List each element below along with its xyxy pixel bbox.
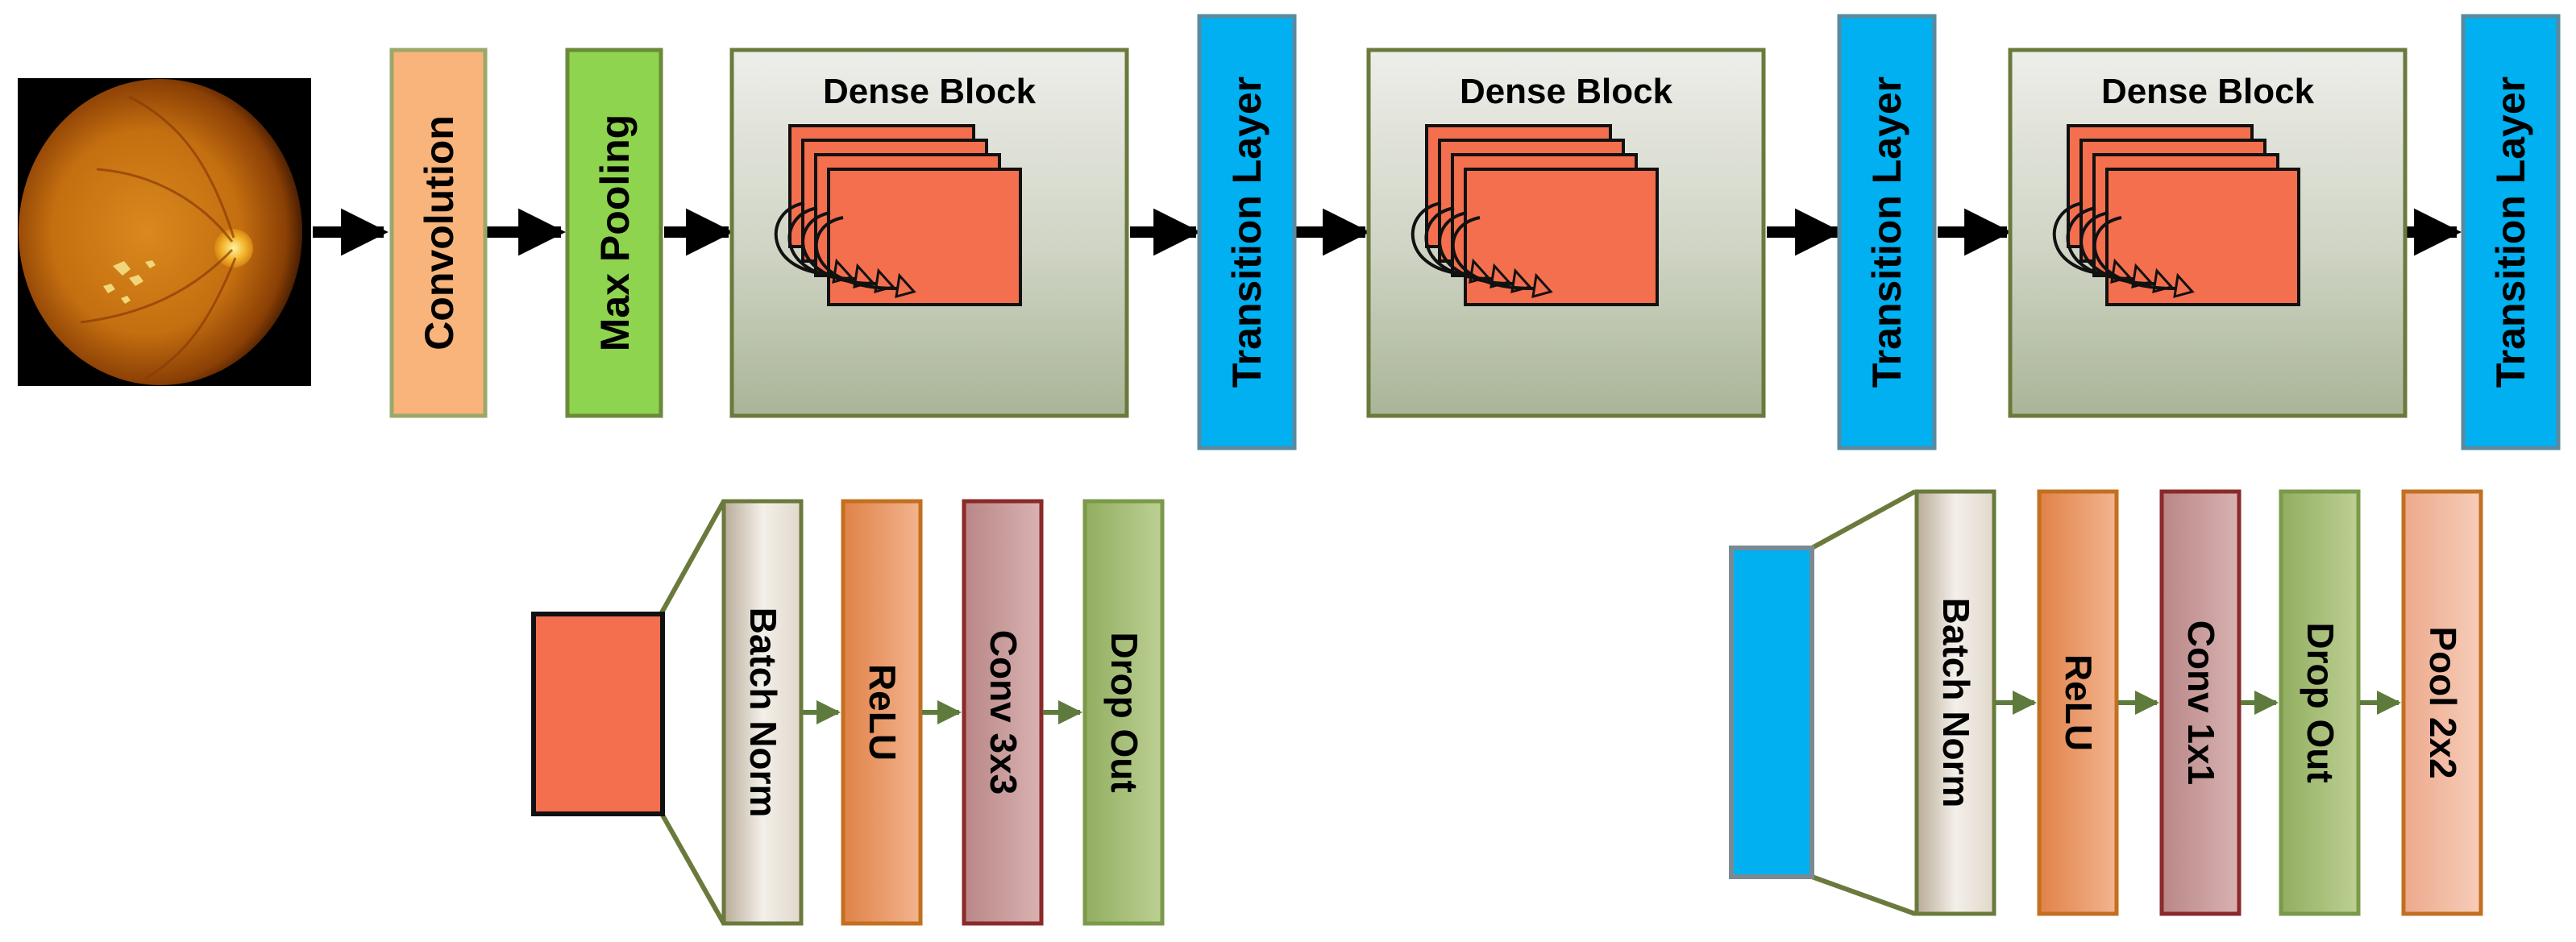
transition-conv-label: Conv 1x1 <box>2180 620 2222 786</box>
dense-block-2: Dense Block <box>1366 48 1766 418</box>
transition-layer-label: Transition Layer <box>2488 77 2533 388</box>
dense-batch-norm-label: Batch Norm <box>742 608 784 818</box>
dense-block-title: Dense Block <box>2101 72 2315 111</box>
skip-connection-arrow <box>2092 216 2179 291</box>
retina-fundus-image <box>18 78 311 386</box>
skip-connection-arrowhead <box>2173 272 2195 299</box>
skip-connection-arrow <box>1451 216 1537 291</box>
transition-layer-1: Transition Layer <box>1197 14 1297 450</box>
dense-block-title: Dense Block <box>823 72 1037 111</box>
convolution-label: Convolution <box>417 115 462 351</box>
transition-layer-label: Transition Layer <box>1224 77 1269 388</box>
dense-layer-detail: Batch Norm ReLU Conv 3x3 Drop Out <box>531 499 1165 926</box>
max-pooling-label: Max Pooling <box>592 114 638 351</box>
transition-layer-2: Transition Layer <box>1837 14 1937 450</box>
transition-relu-label: ReLU <box>2058 654 2100 751</box>
transition-dropout-label: Drop Out <box>2300 622 2341 782</box>
skip-connection-arrowhead <box>895 272 916 299</box>
transition-layer-detail: Batch Norm ReLU Conv 1x1 Drop Out Pool 2… <box>1729 489 2483 916</box>
convolution-box: Convolution <box>389 48 488 418</box>
dense-conv-label: Conv 3x3 <box>983 630 1024 795</box>
dense-block-3: Dense Block <box>2008 48 2408 418</box>
skip-connection-arrow <box>814 216 900 291</box>
dense-block-1: Dense Block <box>729 48 1129 418</box>
dense-dropout-label: Drop Out <box>1103 632 1145 792</box>
transition-layer-label: Transition Layer <box>1864 77 1909 388</box>
skip-connection-arrowhead <box>1531 272 1553 299</box>
transition-layer-icon <box>1729 546 1814 879</box>
transition-pool-label: Pool 2x2 <box>2422 626 2464 778</box>
dense-block-title: Dense Block <box>1460 72 1673 111</box>
max-pooling-box: Max Pooling <box>565 48 663 418</box>
dense-relu-label: ReLU <box>862 664 904 761</box>
transition-layer-3: Transition Layer <box>2461 14 2561 450</box>
dense-layer-icon <box>531 612 665 816</box>
transition-batch-norm-label: Batch Norm <box>1935 598 1977 808</box>
